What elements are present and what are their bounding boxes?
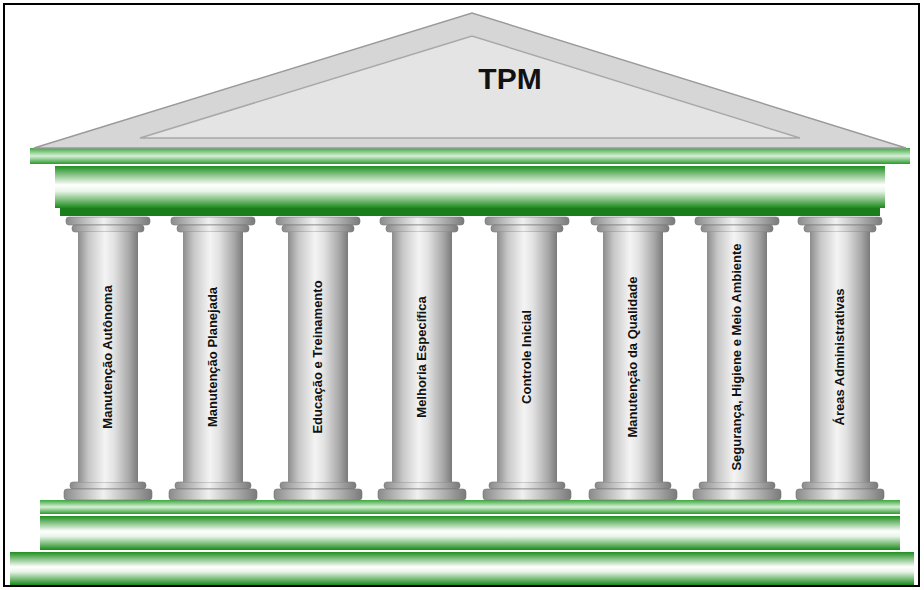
column-part xyxy=(804,225,876,232)
column-part xyxy=(280,482,356,489)
column-part xyxy=(595,482,671,489)
pillar-column: Melhoria Específica xyxy=(392,232,452,482)
column-part xyxy=(169,489,257,500)
column-part xyxy=(70,482,146,489)
architrave-strip xyxy=(60,208,880,216)
column-part xyxy=(701,225,773,232)
pillar-label: Manutenção Planejada xyxy=(205,237,221,477)
roof-title: TPM xyxy=(430,62,590,96)
pillar-column: Educação e Treinamento xyxy=(288,232,348,482)
column-part xyxy=(483,489,571,500)
pillar-column: Segurança, Higiene e Meio Ambiente xyxy=(707,232,767,482)
column-part xyxy=(274,489,362,500)
column-part xyxy=(380,217,464,225)
column-part xyxy=(699,482,775,489)
column-part xyxy=(693,489,781,500)
pillar-column: Manutenção da Qualidade xyxy=(603,232,663,482)
pillar-label: Áreas Administrativas xyxy=(832,237,848,477)
column-part xyxy=(695,217,779,225)
entablature-band xyxy=(55,166,885,208)
column-part xyxy=(491,225,563,232)
column-part xyxy=(282,225,354,232)
base-band xyxy=(40,500,900,514)
pillar-label: Melhoria Específica xyxy=(414,237,430,477)
column-part xyxy=(489,482,565,489)
column-part xyxy=(177,225,249,232)
cornice-band xyxy=(30,148,910,164)
roof-shape xyxy=(30,10,910,150)
base-step xyxy=(40,516,900,550)
pillar-column: Áreas Administrativas xyxy=(810,232,870,482)
column-part xyxy=(591,217,675,225)
roof-pediment: TPM xyxy=(30,10,910,150)
column-part xyxy=(597,225,669,232)
column-part xyxy=(589,489,677,500)
pillar-label: Manutenção Autônoma xyxy=(100,237,116,477)
column-part xyxy=(485,217,569,225)
column-part xyxy=(64,489,152,500)
column-part xyxy=(72,225,144,232)
pillar-column: Manutenção Planejada xyxy=(183,232,243,482)
column-part xyxy=(802,482,878,489)
column-part xyxy=(175,482,251,489)
column-part xyxy=(66,217,150,225)
pillar-label: Controle Inicial xyxy=(519,237,535,477)
base-step xyxy=(10,552,914,585)
pillar-label: Educação e Treinamento xyxy=(310,237,326,477)
pillar-label: Segurança, Higiene e Meio Ambiente xyxy=(729,237,745,477)
column-part xyxy=(798,217,882,225)
column-part xyxy=(276,217,360,225)
pillar-column: Controle Inicial xyxy=(497,232,557,482)
column-part xyxy=(796,489,884,500)
frame xyxy=(4,4,919,586)
pillar-column: Manutenção Autônoma xyxy=(78,232,138,482)
column-part xyxy=(384,482,460,489)
pillar-label: Manutenção da Qualidade xyxy=(625,237,641,477)
column-part xyxy=(378,489,466,500)
column-part xyxy=(171,217,255,225)
column-part xyxy=(386,225,458,232)
